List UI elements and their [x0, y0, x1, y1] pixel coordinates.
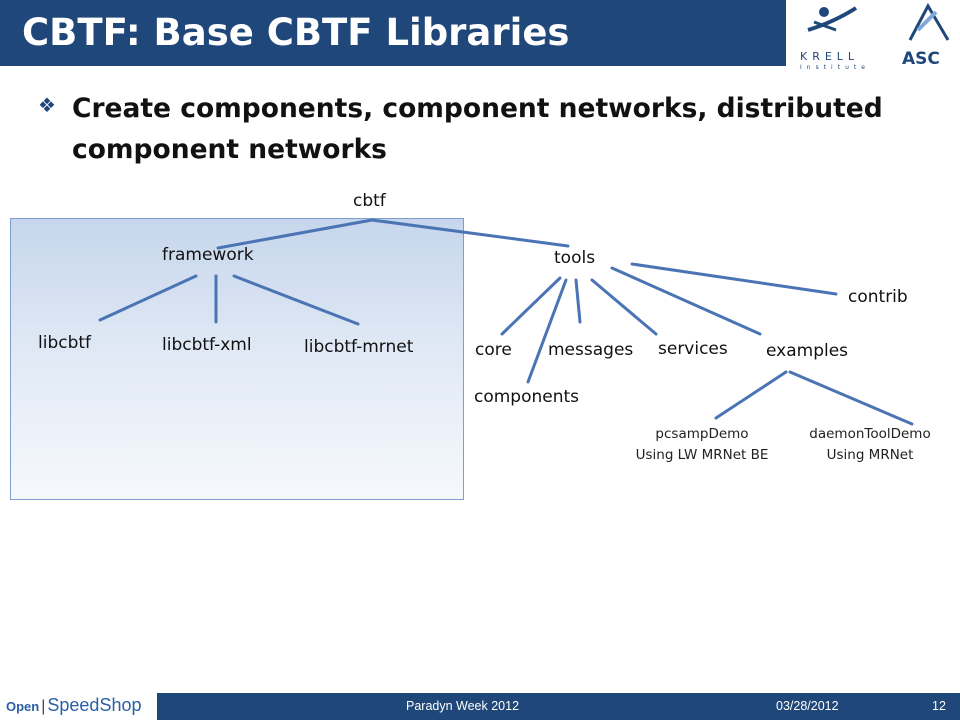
edge-tools-services [590, 278, 658, 336]
edge-tools-examples [610, 266, 762, 336]
oss-speedshop-text: SpeedShop [47, 695, 142, 715]
node-pcsampdemo-line1: pcsampDemo [655, 426, 749, 442]
node-messages: messages [548, 340, 634, 360]
edge-examples-pcsamp [714, 370, 788, 420]
edge-tools-contrib [630, 262, 838, 296]
node-pcsampdemo-line2: Using LW MRNet BE [635, 447, 769, 463]
node-libcbtf-mrnet: libcbtf-mrnet [304, 337, 414, 357]
edge-tools-core [500, 276, 562, 336]
bullet-diamond-icon: ❖ [38, 95, 56, 117]
asc-logo-text: ASC [902, 49, 940, 69]
edge-tools-messages [574, 278, 582, 324]
edge-cbtf-framework [216, 218, 374, 250]
footer-bar [157, 693, 960, 720]
edge-cbtf-tools [370, 218, 570, 248]
node-daemontooldemo-line2: Using MRNet [826, 447, 914, 463]
footer-page-number: 12 [932, 699, 946, 713]
asc-logo: ASC [902, 2, 950, 69]
krell-logo-text: KRELL [800, 50, 859, 63]
framework-highlight-box [10, 218, 464, 500]
node-contrib: contrib [848, 287, 908, 307]
krell-logo: KRELL Institute [800, 6, 870, 71]
node-framework: framework [162, 245, 254, 265]
title-bar [0, 0, 786, 66]
oss-open-text: Open [6, 699, 40, 714]
footer-event: Paradyn Week 2012 [406, 699, 520, 713]
node-libcbtf: libcbtf [38, 333, 92, 353]
node-services: services [658, 339, 728, 359]
node-core: core [475, 340, 512, 360]
edge-framework-libcbtf [98, 274, 198, 322]
logo-area: KRELL Institute ASC [786, 0, 960, 72]
bullet-text: Create components, component networks, d… [72, 93, 883, 165]
openspeedshop-logo: Open|SpeedShop [6, 695, 142, 715]
node-tools: tools [554, 248, 596, 268]
node-examples: examples [766, 341, 849, 361]
edge-tools-components [526, 278, 568, 384]
krell-logo-subtext: Institute [800, 64, 870, 71]
node-pcsampdemo: pcsampDemo Using LW MRNet BE [626, 424, 778, 466]
node-libcbtf-xml: libcbtf-xml [162, 335, 252, 355]
node-daemontooldemo: daemonToolDemo Using MRNet [792, 424, 948, 466]
node-daemontooldemo-line1: daemonToolDemo [809, 426, 931, 442]
edge-examples-daemon [788, 370, 914, 426]
footer-date: 03/28/2012 [776, 699, 839, 713]
edge-framework-libcbtf-mrnet [232, 274, 360, 326]
node-cbtf: cbtf [353, 191, 386, 211]
node-components: components [474, 387, 580, 407]
slide-title: CBTF: Base CBTF Libraries [22, 11, 570, 54]
